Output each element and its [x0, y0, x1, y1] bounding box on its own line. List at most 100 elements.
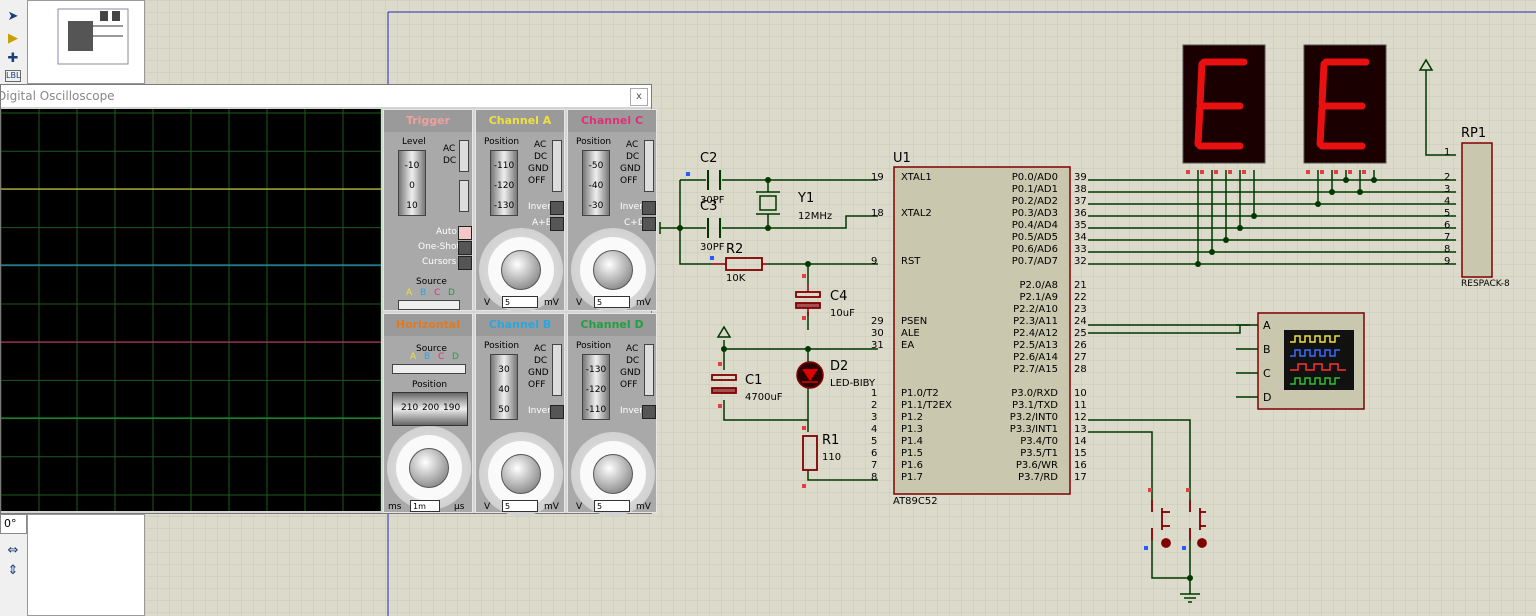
chip-pin-name: P1.2: [901, 412, 923, 423]
channel-position-spinner[interactable]: -110-120-130: [490, 150, 518, 216]
close-button[interactable]: x: [630, 88, 648, 106]
junction-icon[interactable]: ✚: [7, 51, 19, 66]
coupling-gnd[interactable]: GND: [528, 368, 549, 378]
trigger-source-b[interactable]: B: [420, 288, 427, 298]
invert-button[interactable]: [550, 201, 564, 215]
channel-volts-value[interactable]: 5: [594, 500, 630, 512]
invert-button[interactable]: [550, 405, 564, 419]
c1-value-label: 4700uF: [745, 392, 783, 403]
horizontal-source-b[interactable]: B: [424, 352, 431, 362]
coupling-off[interactable]: OFF: [528, 176, 546, 186]
channel-volts-value[interactable]: 5: [502, 500, 538, 512]
chip-pin-number: 9: [871, 256, 878, 267]
coupling-ac[interactable]: AC: [626, 140, 639, 150]
coupling-gnd[interactable]: GND: [620, 368, 641, 378]
chip-pin-name: P3.5/T1: [1020, 448, 1058, 459]
rotation-angle-field[interactable]: 0°: [0, 514, 27, 534]
chip-pin-name: P2.2/A10: [1013, 304, 1058, 315]
trigger-edge-switch[interactable]: [459, 180, 469, 212]
coupling-switch[interactable]: [644, 140, 654, 192]
trigger-coupling-switch[interactable]: [459, 140, 469, 172]
mirror-horizontal-icon[interactable]: ⇔: [7, 543, 19, 558]
chip-pin-name: P0.1/AD1: [1011, 184, 1058, 195]
coupling-off[interactable]: OFF: [620, 176, 638, 186]
spinner-tick: -120: [585, 385, 607, 395]
coupling-switch[interactable]: [552, 344, 562, 396]
chip-pin-number: 23: [1074, 304, 1087, 315]
scope-input-label: B: [1263, 343, 1271, 356]
invert-button[interactable]: [642, 405, 656, 419]
trigger-source-a[interactable]: A: [406, 288, 413, 298]
chip-pin-number: 39: [1074, 172, 1087, 183]
oscilloscope-display[interactable]: [1, 109, 381, 511]
chip-pin-name: P2.0/A8: [1019, 280, 1058, 291]
chip-pin-name: P0.4/AD4: [1011, 220, 1058, 231]
overview-panel[interactable]: [27, 0, 145, 84]
coupling-ac[interactable]: AC: [534, 140, 547, 150]
coupling-ac[interactable]: AC: [534, 344, 547, 354]
sum-button[interactable]: [550, 217, 564, 231]
channel-position-spinner[interactable]: -130-120-110: [582, 354, 610, 420]
trigger-source-c[interactable]: C: [434, 288, 441, 298]
channel-volts-value[interactable]: 5: [594, 296, 630, 308]
chip-pin-number: 29: [871, 316, 884, 327]
trigger-title: Trigger: [384, 110, 472, 132]
horizontal-timebase-knob[interactable]: [387, 426, 471, 510]
oscilloscope-title-bar[interactable]: Digital Oscilloscope x: [0, 85, 651, 107]
coupling-off[interactable]: OFF: [528, 380, 546, 390]
coupling-gnd[interactable]: GND: [528, 164, 549, 174]
chip-pin-number: 14: [1074, 436, 1087, 447]
rp1-pin-number: 7: [1444, 232, 1451, 243]
mirror-vertical-icon[interactable]: ⇕: [7, 563, 19, 578]
coupling-dc[interactable]: DC: [534, 356, 548, 366]
channel-position-spinner[interactable]: -50-40-30: [582, 150, 610, 216]
label-mode-icon[interactable]: LBL: [5, 70, 21, 82]
trigger-cursors-label: Cursors: [422, 257, 457, 267]
horizontal-timebase-value[interactable]: 1m: [410, 500, 440, 512]
horizontal-source-a[interactable]: A: [410, 352, 417, 362]
chip-pin-name: XTAL2: [901, 208, 932, 219]
chip-pin-name: P2.3/A11: [1013, 316, 1058, 327]
coupling-switch[interactable]: [552, 140, 562, 192]
chip-pin-number: 27: [1074, 352, 1087, 363]
chip-pin-name: P1.0/T2: [901, 388, 939, 399]
device-list-panel[interactable]: [27, 514, 145, 616]
sum-label: A+B: [532, 218, 552, 228]
c4-value-label: 10uF: [830, 308, 855, 319]
coupling-dc[interactable]: DC: [534, 152, 548, 162]
coupling-dc[interactable]: DC: [626, 356, 640, 366]
chip-pin-name: P3.2/INT0: [1009, 412, 1058, 423]
oscilloscope-window[interactable]: Digital Oscilloscope x Trigger Level -10…: [0, 84, 657, 516]
chip-pin-name: P0.0/AD0: [1011, 172, 1058, 183]
trigger-level-spinner[interactable]: -10 0 10: [398, 150, 426, 216]
select-arrow-icon[interactable]: ➤: [7, 9, 19, 24]
horizontal-position-label: Position: [412, 380, 448, 390]
oscilloscope-title: Digital Oscilloscope: [0, 89, 115, 103]
r1-value-label: 110: [822, 452, 842, 463]
chip-pin-name: P0.3/AD3: [1011, 208, 1058, 219]
coupling-gnd[interactable]: GND: [620, 164, 641, 174]
channel-volts-knob[interactable]: [479, 228, 563, 312]
invert-button[interactable]: [642, 201, 656, 215]
component-mode-icon[interactable]: ▶: [8, 31, 18, 46]
coupling-ac[interactable]: AC: [626, 344, 639, 354]
horizontal-position-spinner[interactable]: 210 200 190: [392, 392, 468, 426]
horizontal-source-d[interactable]: D: [452, 352, 459, 362]
coupling-dc[interactable]: DC: [626, 152, 640, 162]
channel-volts-value[interactable]: 5: [502, 296, 538, 308]
trigger-oneshot-button[interactable]: [458, 241, 472, 255]
coupling-switch[interactable]: [644, 344, 654, 396]
sum-button[interactable]: [642, 217, 656, 231]
channel-volts-knob[interactable]: [571, 432, 655, 516]
chip-pin-number: 17: [1074, 472, 1087, 483]
horizontal-source-slider[interactable]: [392, 364, 466, 374]
coupling-off[interactable]: OFF: [620, 380, 638, 390]
trigger-source-slider[interactable]: [398, 300, 460, 310]
chip-pin-number: 2: [871, 400, 878, 411]
trigger-cursors-button[interactable]: [458, 256, 472, 270]
horizontal-source-c[interactable]: C: [438, 352, 445, 362]
trigger-auto-button[interactable]: [458, 226, 472, 240]
trigger-source-d[interactable]: D: [448, 288, 455, 298]
